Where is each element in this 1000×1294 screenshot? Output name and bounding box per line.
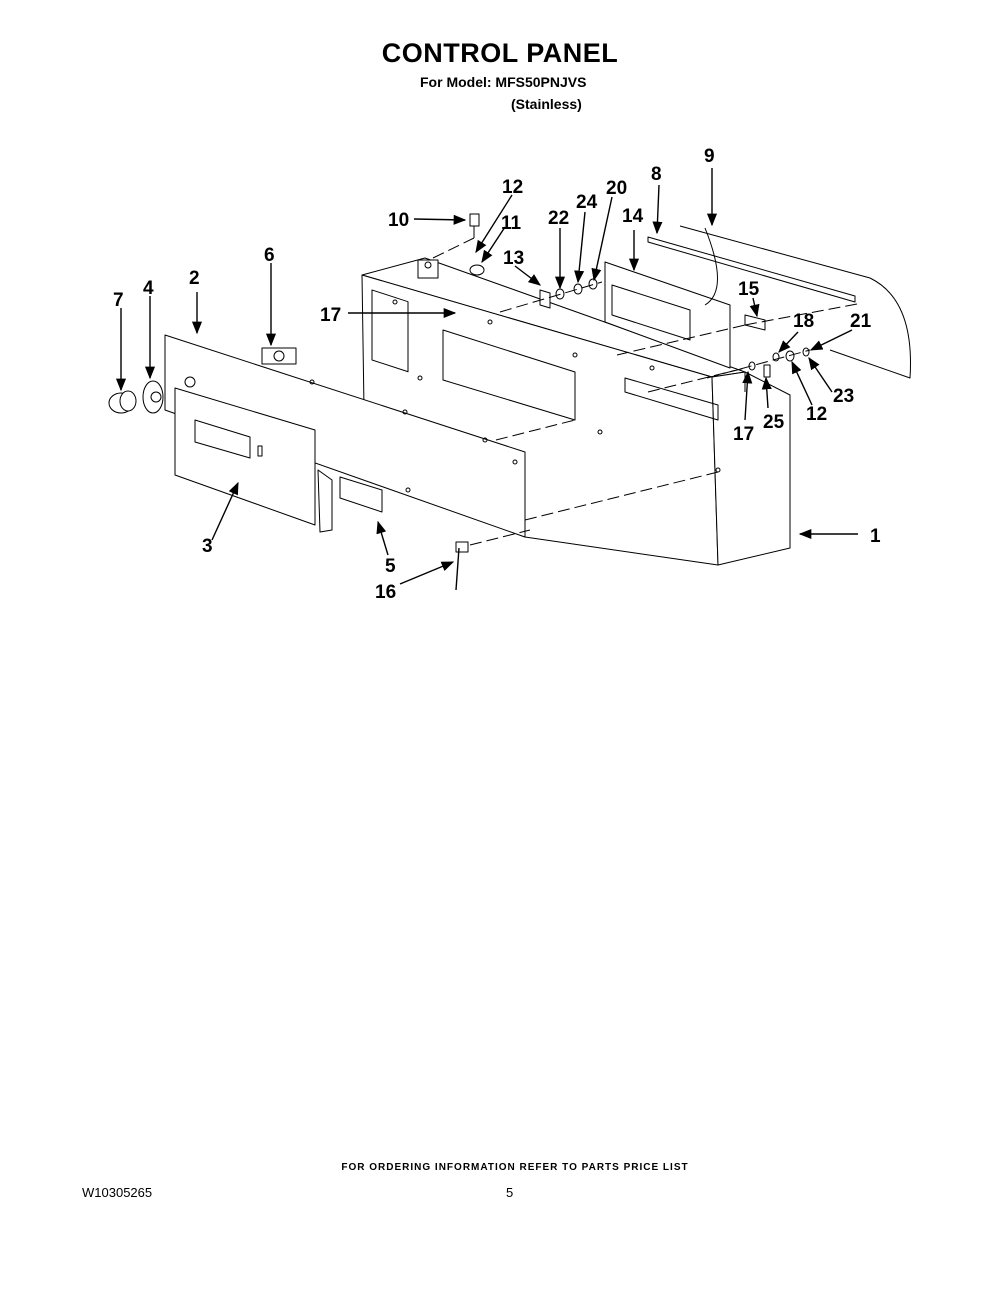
callout-17-right: 17 xyxy=(733,424,754,445)
callout-15: 15 xyxy=(738,279,760,300)
callout-18: 18 xyxy=(793,311,814,332)
callout-24: 24 xyxy=(576,192,598,213)
callout-10: 10 xyxy=(388,210,409,231)
callout-13: 13 xyxy=(503,248,524,269)
part-display-board xyxy=(604,261,731,369)
part-ui-board xyxy=(174,387,333,533)
model-line: For Model: MFS50PNJVS xyxy=(420,74,587,90)
callout-6: 6 xyxy=(264,245,275,266)
leader-arrows xyxy=(115,168,858,591)
page-number: 5 xyxy=(506,1185,514,1200)
part-trim-strips xyxy=(647,225,911,379)
callout-12-top: 12 xyxy=(502,177,523,198)
callout-11: 11 xyxy=(501,213,522,234)
part-clip xyxy=(261,347,297,365)
callout-12-right: 12 xyxy=(806,404,827,425)
callout-21: 21 xyxy=(850,311,872,332)
callout-8: 8 xyxy=(651,164,662,185)
callout-17-left: 17 xyxy=(320,305,341,326)
part-right-hardware xyxy=(744,314,810,378)
part-shield xyxy=(339,476,383,513)
callout-2: 2 xyxy=(189,268,200,289)
part-front-overlay xyxy=(164,334,526,538)
callout-25: 25 xyxy=(763,412,785,433)
part-knob xyxy=(108,380,164,414)
callout-1: 1 xyxy=(870,526,881,547)
callout-7: 7 xyxy=(113,290,124,311)
variant-line: (Stainless) xyxy=(511,96,582,112)
callout-3: 3 xyxy=(202,536,213,557)
callout-22: 22 xyxy=(548,208,569,229)
callout-23: 23 xyxy=(833,386,854,407)
callout-14: 14 xyxy=(622,206,644,227)
ordering-note: FOR ORDERING INFORMATION REFER TO PARTS … xyxy=(341,1162,689,1173)
page-title: CONTROL PANEL xyxy=(381,38,619,68)
callout-9: 9 xyxy=(704,146,715,167)
callout-16: 16 xyxy=(375,582,396,603)
callout-4: 4 xyxy=(143,278,154,299)
part-hinge-hardware xyxy=(417,213,551,309)
assembly-lines xyxy=(432,237,858,546)
part-screw xyxy=(455,541,469,553)
document-number: W10305265 xyxy=(82,1185,153,1200)
callout-5: 5 xyxy=(385,556,396,577)
callout-20: 20 xyxy=(606,178,627,199)
